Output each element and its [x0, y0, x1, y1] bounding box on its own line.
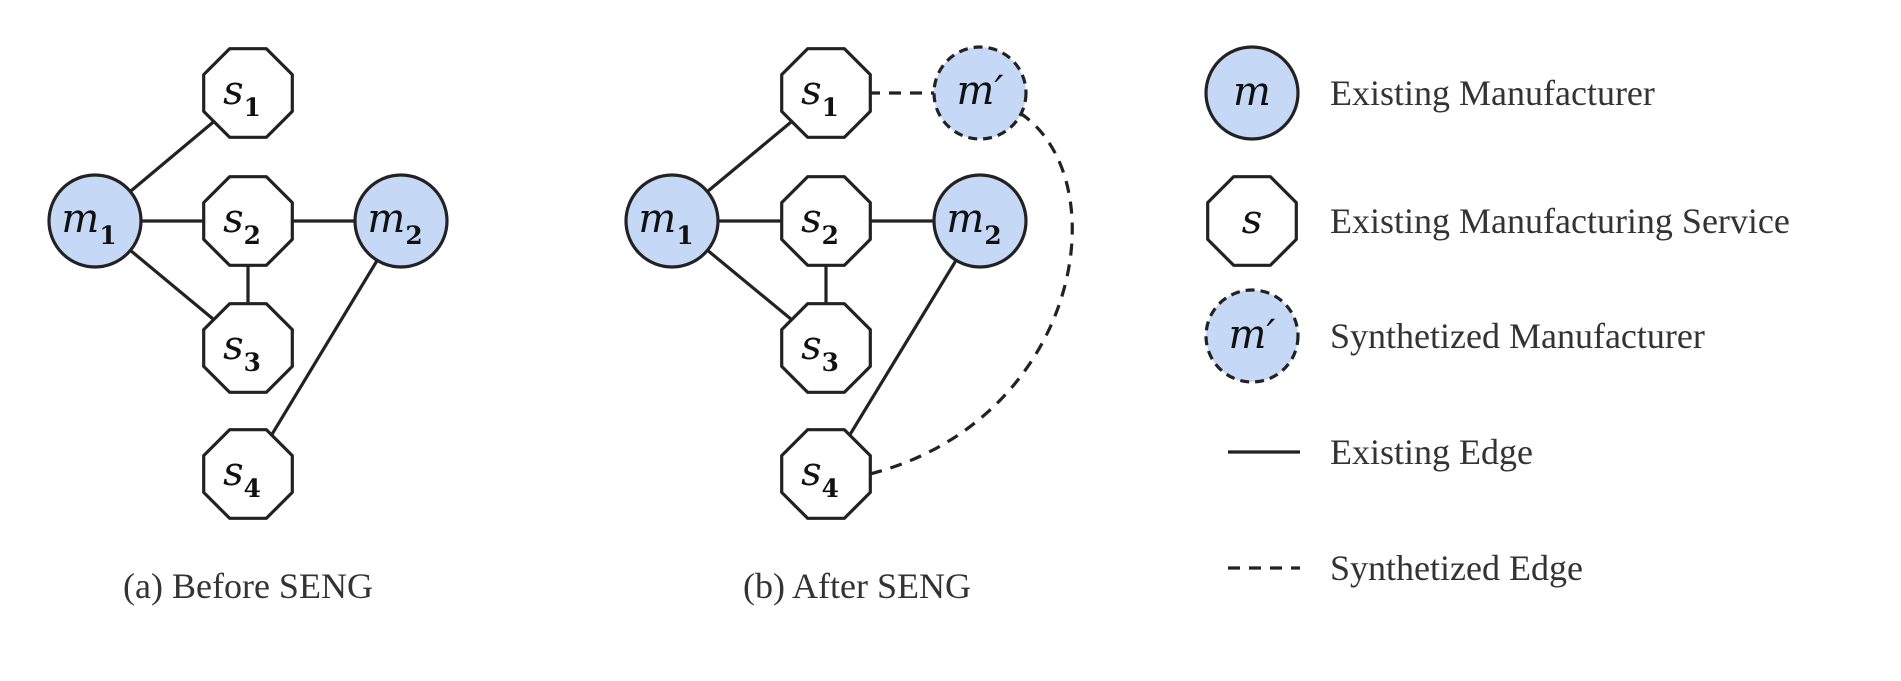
panel-before-node-m2-circle — [353, 173, 449, 269]
panel-after-edge-m2-s4 — [824, 220, 982, 475]
legend-synthetized-circle — [1204, 288, 1300, 384]
panel-before-edge-m2-s4 — [246, 220, 403, 475]
panel-after-node-s1: s1 — [780, 47, 872, 139]
panel-after-node-s4-octagon — [780, 428, 872, 520]
panel-before-node-m1-subscript: 1 — [99, 221, 116, 250]
legend-item-dashed-edge: Synthetized Edge — [1228, 548, 1583, 588]
panel-before-node-s3-octagon — [202, 302, 294, 394]
legend-service-octagon — [1206, 175, 1298, 267]
panel-after-edge-mp-s4 — [869, 111, 1074, 476]
panel-after-node-s4-subscript: 4 — [822, 474, 839, 503]
panel-after-node-mp-circle — [932, 45, 1028, 141]
panel-after-node-m1-subscript: 1 — [676, 221, 693, 250]
panel-after-node-mp: m′ — [932, 45, 1028, 141]
panel-after-node-s3: s3 — [780, 302, 872, 394]
legend-synthetized-label: Synthetized Manufacturer — [1330, 316, 1705, 356]
legend-service-label: Existing Manufacturing Service — [1330, 201, 1790, 241]
legend-item-manufacturer: m Existing Manufacturer — [1204, 45, 1655, 141]
panel-after-node-mp-var: m′ — [956, 68, 1003, 114]
panel-before-node-s4-octagon — [202, 428, 294, 520]
panel-before-caption: (a) Before SENG — [123, 566, 373, 606]
edges-layer — [93, 91, 1074, 476]
panel-after-node-m1: m1 — [624, 173, 720, 269]
panel-after-node-s2-octagon — [780, 175, 872, 267]
panel-after-node-m2-circle — [932, 173, 1028, 269]
captions-layer: (a) Before SENG (b) After SENG — [123, 566, 971, 606]
panel-after-node-s1-octagon — [780, 47, 872, 139]
panel-after-node-s1-var: s1 — [801, 68, 839, 122]
panel-after-node-s2-subscript: 2 — [822, 221, 839, 250]
legend-manufacturer-label: Existing Manufacturer — [1330, 73, 1655, 113]
legend-service-symbol: s — [1242, 197, 1263, 243]
panel-before-node-s1-octagon — [202, 47, 294, 139]
panel-after-node-s4-var: s4 — [801, 449, 839, 503]
panel-before-node-s2-subscript: 2 — [244, 221, 261, 250]
panel-after-node-s4: s4 — [780, 428, 872, 520]
panel-before-node-s1: s1 — [202, 47, 294, 139]
panel-before-node-s2: s2 — [202, 175, 294, 267]
panel-before-node-s4-subscript: 4 — [244, 474, 261, 503]
legend-item-service: s Existing Manufacturing Service — [1206, 175, 1790, 267]
legend-item-synthetized: m′ Synthetized Manufacturer — [1204, 288, 1705, 384]
panel-after-node-s2: s2 — [780, 175, 872, 267]
legend-solid-edge-label: Existing Edge — [1330, 432, 1533, 472]
panel-after-node-s1-subscript: 1 — [822, 93, 839, 122]
panel-after-node-s3-subscript: 3 — [822, 348, 839, 377]
panel-before-node-s3-subscript: 3 — [244, 348, 261, 377]
legend-manufacturer-circle — [1204, 45, 1300, 141]
panel-before-node-m2: m2 — [353, 173, 449, 269]
panel-before-node-m2-subscript: 2 — [405, 221, 422, 250]
legend-synthetized-symbol: m′ — [1228, 312, 1275, 358]
panel-before-node-m1: m1 — [47, 173, 143, 269]
panel-after-node-s3-octagon — [780, 302, 872, 394]
legend-dashed-edge-label: Synthetized Edge — [1330, 548, 1583, 588]
nodes-layer: s1 m1 s2 m2 s3 s4 s1 m′ m1 s2 m2 s3 s4 — [47, 45, 1028, 520]
panel-after-node-m2: m2 — [932, 173, 1028, 269]
legend-item-solid-edge: Existing Edge — [1228, 432, 1533, 472]
panel-before-node-s2-octagon — [202, 175, 294, 267]
panel-after-node-m2-subscript: 2 — [984, 221, 1001, 250]
panel-before-node-s3: s3 — [202, 302, 294, 394]
legend-manufacturer-symbol: m — [1233, 69, 1271, 115]
panel-after-node-m1-circle — [624, 173, 720, 269]
panel-before-node-m1-circle — [47, 173, 143, 269]
panel-before-node-s4: s4 — [202, 428, 294, 520]
panel-after-caption: (b) After SENG — [743, 566, 971, 606]
legend: m Existing Manufacturer s Existing Manufact… — [1204, 45, 1790, 588]
panel-before-node-s1-subscript: 1 — [244, 93, 261, 122]
